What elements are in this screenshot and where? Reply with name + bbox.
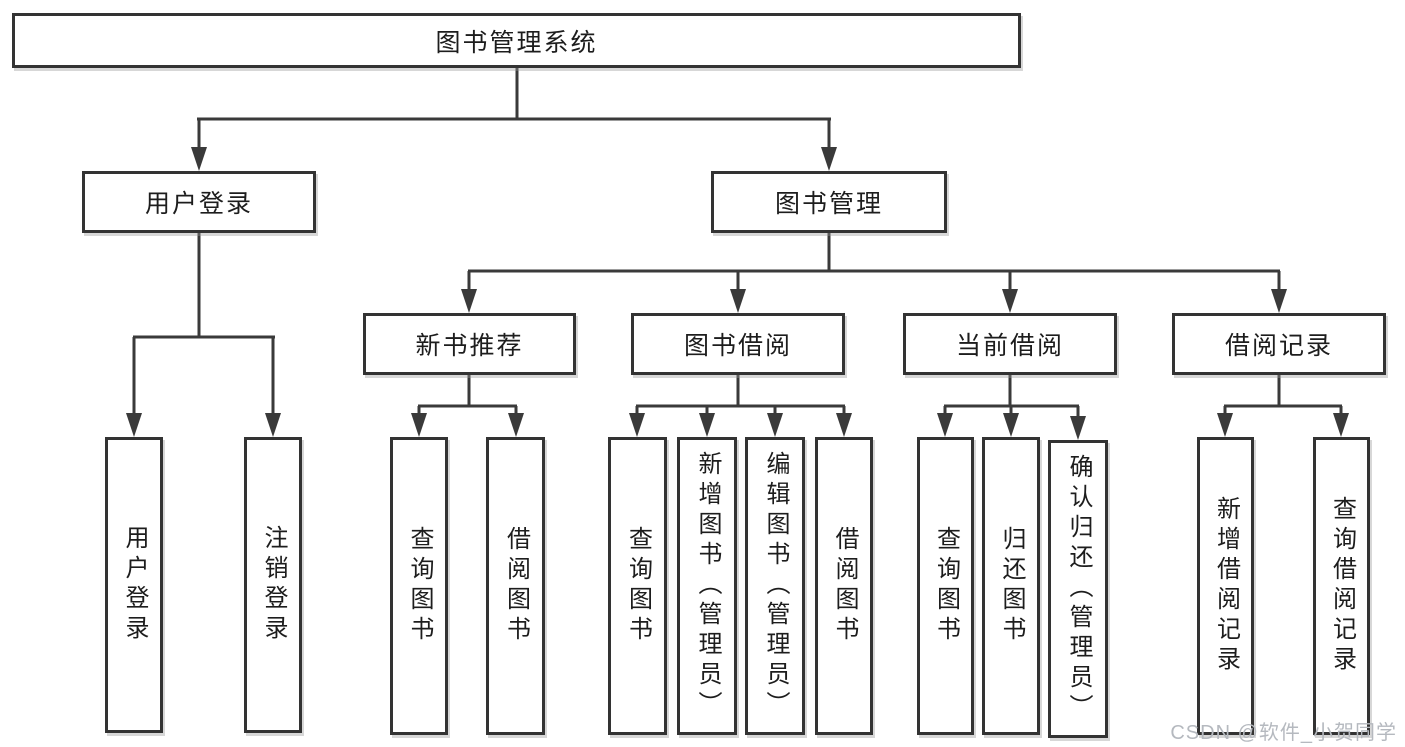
leaf-return-book: 归还图书 <box>982 437 1040 735</box>
leaf-label: 确认归还（管理员） <box>1065 454 1092 724</box>
node-label: 借阅记录 <box>1224 332 1333 360</box>
node-label: 图书借阅 <box>683 332 792 360</box>
leaf-add-borrow-record: 新增借阅记录 <box>1197 437 1254 735</box>
leaf-label: 借阅图书 <box>831 526 858 646</box>
leaf-label: 查询图书 <box>406 526 433 646</box>
node-new-book-recommendation: 新书推荐 <box>363 313 576 375</box>
node-library-management-system: 图书管理系统 <box>12 13 1021 68</box>
leaf-label: 归还图书 <box>998 526 1025 646</box>
node-label: 用户登录 <box>144 190 253 218</box>
node-label: 图书管理 <box>774 190 883 218</box>
leaf-label: 编辑图书（管理员） <box>762 451 789 721</box>
leaf-logout: 注销登录 <box>244 437 302 733</box>
leaf-add-book-admin: 新增图书（管理员） <box>677 437 737 735</box>
node-user-login: 用户登录 <box>82 171 316 233</box>
node-label: 新书推荐 <box>415 332 524 360</box>
leaf-query-books-borrowing: 查询图书 <box>608 437 667 735</box>
node-current-borrowing: 当前借阅 <box>903 313 1117 375</box>
leaf-borrow-book: 借阅图书 <box>815 437 873 735</box>
leaf-label: 查询图书 <box>624 526 652 646</box>
node-book-borrowing: 图书借阅 <box>631 313 845 375</box>
leaf-label: 注销登录 <box>260 525 287 645</box>
watermark: CSDN @软件_小贺同学 <box>1170 722 1397 744</box>
leaf-label: 借阅图书 <box>502 526 530 646</box>
leaf-query-books-recommend: 查询图书 <box>390 437 448 735</box>
leaf-query-books-current: 查询图书 <box>917 437 974 735</box>
leaf-label: 用户登录 <box>121 525 148 645</box>
leaf-confirm-return-admin: 确认归还（管理员） <box>1048 440 1108 738</box>
node-borrowing-records: 借阅记录 <box>1172 313 1386 375</box>
node-label: 当前借阅 <box>955 332 1064 360</box>
leaf-query-borrow-record: 查询借阅记录 <box>1313 437 1370 735</box>
leaf-edit-book-admin: 编辑图书（管理员） <box>745 437 805 735</box>
leaf-label: 查询借阅记录 <box>1328 496 1356 676</box>
leaf-label: 查询图书 <box>932 526 960 646</box>
leaf-label: 新增图书（管理员） <box>694 451 721 721</box>
leaf-borrow-books-recommend: 借阅图书 <box>486 437 545 735</box>
leaf-user-login: 用户登录 <box>105 437 163 733</box>
node-label: 图书管理系统 <box>435 28 598 57</box>
node-book-management: 图书管理 <box>711 171 947 233</box>
leaf-label: 新增借阅记录 <box>1212 496 1240 676</box>
